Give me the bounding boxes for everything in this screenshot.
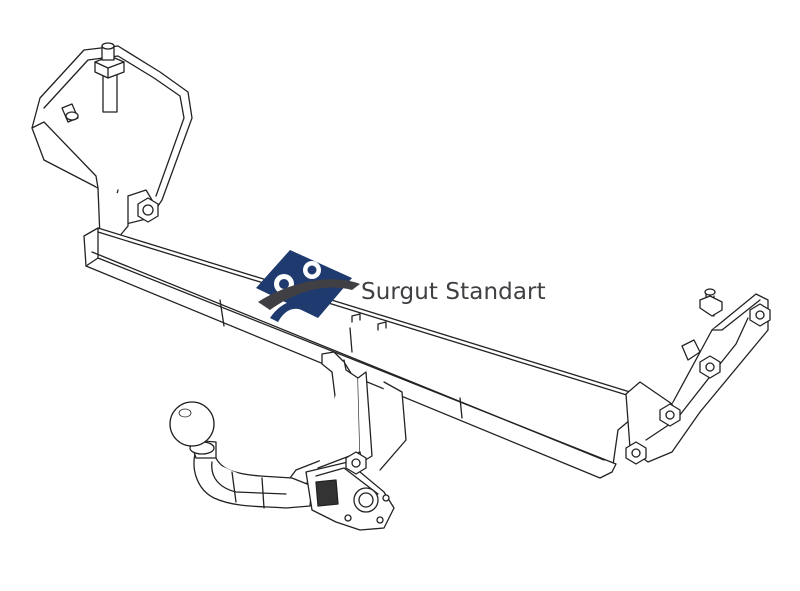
right-mounting-bracket	[625, 288, 771, 465]
hitch-mount-plates	[289, 351, 407, 487]
left-mounting-bracket	[31, 42, 193, 239]
cross-beam	[83, 227, 631, 479]
logo-name: Surgut Standart	[361, 279, 546, 305]
surgut-standart-logo-icon	[256, 250, 360, 322]
tow-ball-arm	[169, 401, 313, 509]
left-beam-nut	[137, 197, 159, 223]
tow-ball-icon	[169, 401, 215, 447]
socket-plate	[305, 451, 395, 531]
